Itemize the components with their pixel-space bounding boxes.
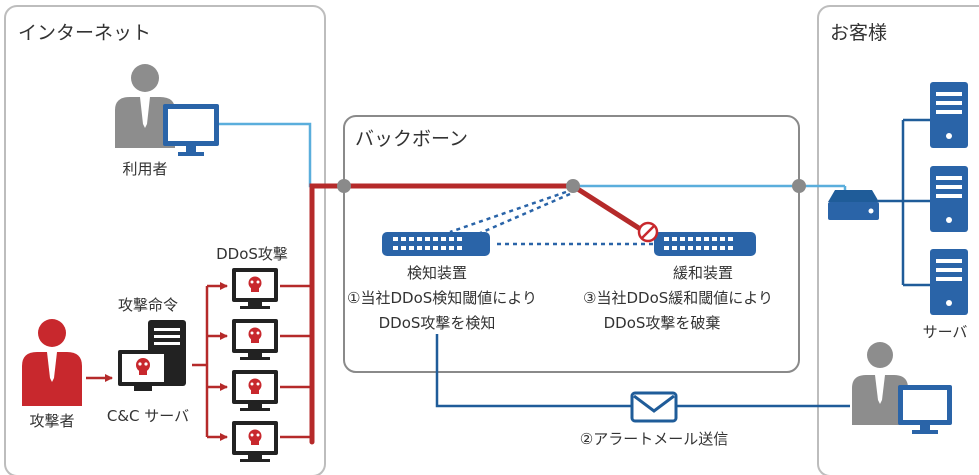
bot-pc-icon xyxy=(232,319,278,360)
attack-traffic xyxy=(309,183,648,445)
detection-desc-line2: DDoS攻撃を検知 xyxy=(378,314,496,332)
bot-links xyxy=(280,284,312,439)
mail-icon xyxy=(630,391,678,423)
mitigation-device-icon xyxy=(654,232,756,256)
router-icon xyxy=(828,190,879,220)
server-tower-icon xyxy=(930,249,968,315)
detection-device-label: 検知装置 xyxy=(406,264,468,282)
mitigation-desc-line1: ③当社DDoS緩和閾値により xyxy=(583,289,773,307)
junction-center xyxy=(566,179,580,193)
customer-zone-title: お客様 xyxy=(830,22,888,44)
user-label: 利用者 xyxy=(122,160,168,178)
bot-pc-icon xyxy=(232,421,278,462)
internet-zone xyxy=(4,5,326,475)
junction-left xyxy=(337,179,351,193)
alert-mail-label: ②アラートメール送信 xyxy=(579,430,729,448)
attacker-label: 攻撃者 xyxy=(29,412,75,430)
internet-zone-title: インターネット xyxy=(18,22,152,44)
ddos-attack-label: DDoS攻撃 xyxy=(216,245,288,263)
command-arrows xyxy=(192,282,228,441)
user-person-icon xyxy=(115,64,175,148)
server-branches xyxy=(878,118,930,287)
mirror-lines xyxy=(449,190,658,246)
junction-right xyxy=(792,179,806,193)
cc-server-icon xyxy=(118,320,186,391)
server-tower-icon xyxy=(930,166,968,232)
block-icon xyxy=(637,221,659,243)
alert-mail-line xyxy=(435,334,850,408)
mitigation-device-label: 緩和装置 xyxy=(672,264,734,282)
server-label: サーバ xyxy=(922,323,968,341)
attacker-person-icon xyxy=(22,319,82,406)
mitigation-desc-line2: DDoS攻撃を破棄 xyxy=(603,314,721,332)
detection-desc-line1: ①当社DDoS検知閾値により xyxy=(347,289,537,307)
attack-command-label: 攻撃命令 xyxy=(117,296,179,314)
user-traffic-line xyxy=(219,122,845,188)
bot-pc-icon xyxy=(232,268,278,309)
server-tower-icon xyxy=(930,82,968,148)
backbone-zone-title: バックボーン xyxy=(355,128,469,150)
detection-device-icon xyxy=(382,232,490,256)
cc-server-label: C&C サーバ xyxy=(106,407,190,425)
admin-person-icon xyxy=(852,342,908,425)
user-monitor-icon xyxy=(163,104,219,156)
customer-zone xyxy=(817,5,979,475)
backbone-zone xyxy=(343,115,800,373)
bot-pc-icon xyxy=(232,370,278,411)
admin-monitor-icon xyxy=(898,385,952,434)
